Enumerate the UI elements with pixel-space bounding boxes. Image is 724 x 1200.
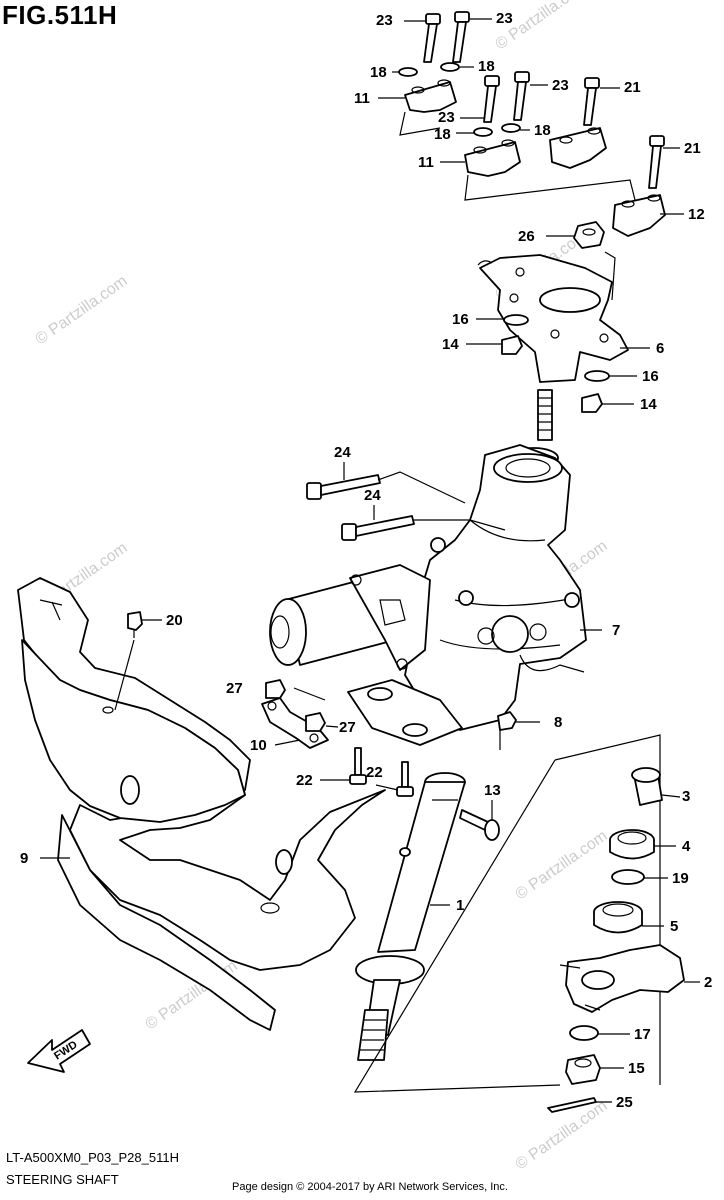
callout-22: 22 xyxy=(296,772,313,789)
handlebar-clamp-lower-left xyxy=(464,139,521,177)
bush-3 xyxy=(631,767,663,806)
power-steering-unit-7 xyxy=(404,444,587,731)
callout-14: 14 xyxy=(640,396,657,413)
callout-19: 19 xyxy=(672,870,689,887)
washer-18 xyxy=(440,62,460,72)
callout-21: 21 xyxy=(684,140,701,157)
callout-4: 4 xyxy=(682,838,691,855)
bolt-24-b xyxy=(341,515,415,541)
clip-20 xyxy=(127,611,143,638)
bolt-23-a xyxy=(423,13,441,63)
bolt-13 xyxy=(459,809,500,841)
bolt-8 xyxy=(497,711,517,731)
copyright-notice: Page design © 2004-2017 by ARI Network S… xyxy=(232,1181,508,1193)
column-mount-bracket xyxy=(347,679,463,746)
callout-10: 10 xyxy=(250,737,267,754)
callout-13: 13 xyxy=(484,782,501,799)
callout-18: 18 xyxy=(370,64,387,81)
callout-7: 7 xyxy=(612,622,621,639)
callout-27: 27 xyxy=(339,719,356,736)
callout-27: 27 xyxy=(226,680,243,697)
callout-9: 9 xyxy=(20,850,29,867)
callout-15: 15 xyxy=(628,1060,645,1077)
clamp-guide-line xyxy=(464,174,636,201)
handlebar-holder-12 xyxy=(612,194,666,237)
nut-14 xyxy=(501,335,523,355)
figure-title: FIG.511H xyxy=(2,0,118,30)
steering-shaft-lower-arm-2 xyxy=(559,944,685,1013)
callout-12: 12 xyxy=(688,206,705,223)
bolt-22-b xyxy=(396,761,414,797)
washer-17 xyxy=(569,1025,599,1041)
callout-16: 16 xyxy=(642,368,659,385)
steering-shaft-holder-6 xyxy=(477,251,629,383)
bracket-10 xyxy=(261,697,329,749)
washer-18 xyxy=(501,123,521,133)
o-ring-19 xyxy=(611,869,645,885)
bearing-5 xyxy=(593,901,643,934)
figure-subtitle: STEERING SHAFT xyxy=(6,1172,119,1187)
nut-27 xyxy=(265,679,286,699)
assembly-frame-line xyxy=(353,759,561,1093)
callout-6: 6 xyxy=(656,340,665,357)
bolt-23-b xyxy=(452,11,470,63)
callout-18: 18 xyxy=(478,58,495,75)
clamp-guide-line xyxy=(399,111,441,136)
callout-23: 23 xyxy=(376,12,393,29)
bolt-23-d xyxy=(513,71,530,121)
callout-1: 1 xyxy=(456,897,465,914)
callout-3: 3 xyxy=(682,788,691,805)
watermark-text: © Partzilla.com xyxy=(33,273,131,349)
callout-23: 23 xyxy=(552,77,569,94)
callout-17: 17 xyxy=(634,1026,651,1043)
nut-14 xyxy=(581,393,603,413)
drawing-code: LT-A500XM0_P03_P28_511H xyxy=(6,1150,179,1165)
bolt-guide-line xyxy=(414,519,506,531)
callout-20: 20 xyxy=(166,612,183,629)
seal-4 xyxy=(609,829,655,860)
fwd-arrow: FWD xyxy=(27,1029,91,1073)
callout-5: 5 xyxy=(670,918,679,935)
callout-24: 24 xyxy=(334,444,351,461)
nut-15 xyxy=(565,1054,601,1085)
bolt-guide-line xyxy=(377,471,466,504)
callout-2: 2 xyxy=(704,974,713,991)
callout-11: 11 xyxy=(418,154,434,171)
bolt-21-b xyxy=(648,135,665,189)
washer-18 xyxy=(398,67,418,77)
callout-18: 18 xyxy=(434,126,451,143)
callout-24: 24 xyxy=(364,487,381,504)
handlebar-clamp-upper-left xyxy=(404,79,457,113)
callout-18: 18 xyxy=(534,122,551,139)
handlebar-clamp-upper-right xyxy=(549,127,607,169)
steering-shaft-1 xyxy=(355,772,466,1061)
eps-motor xyxy=(269,564,431,671)
callout-23: 23 xyxy=(438,109,455,126)
callout-14: 14 xyxy=(442,336,459,353)
bolt-23-c xyxy=(483,75,500,123)
bolt-24-a xyxy=(306,474,381,500)
washer-16 xyxy=(584,370,610,382)
watermark-text: © Partzilla.com xyxy=(513,828,611,904)
callout-26: 26 xyxy=(518,228,535,245)
leader-lines xyxy=(40,18,700,1103)
callout-11: 11 xyxy=(354,90,370,107)
callout-23: 23 xyxy=(496,10,513,27)
callout-21: 21 xyxy=(624,79,641,96)
nut-27 xyxy=(305,712,326,732)
washer-16 xyxy=(503,314,529,326)
callout-22: 22 xyxy=(366,764,383,781)
nut-26 xyxy=(573,221,605,249)
callout-25: 25 xyxy=(616,1094,633,1111)
callout-16: 16 xyxy=(452,311,469,328)
washer-18 xyxy=(473,127,493,137)
bolt-21-a xyxy=(583,77,600,126)
callout-8: 8 xyxy=(554,714,563,731)
shield-9 xyxy=(17,577,386,1031)
bolt-22-a xyxy=(349,747,367,785)
